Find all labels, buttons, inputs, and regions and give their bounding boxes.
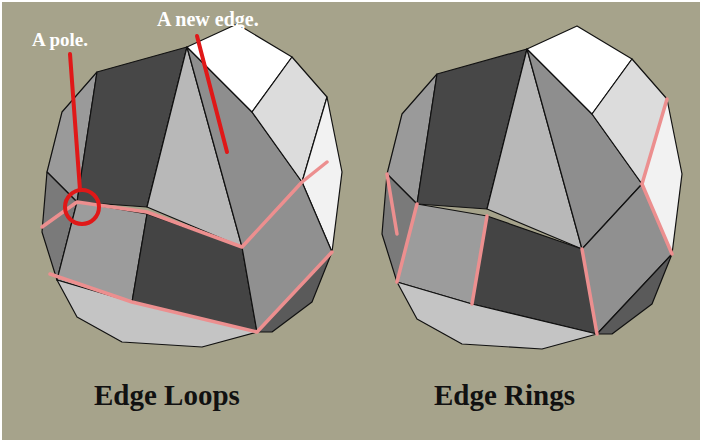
edge-loop	[42, 162, 327, 247]
edge-ring	[472, 216, 487, 304]
polyhedron-loops	[42, 24, 342, 347]
edge-ring	[397, 204, 417, 282]
leader-line	[70, 54, 80, 190]
pole-circle	[65, 190, 99, 224]
callout-label: A new edge.	[157, 8, 259, 30]
edge-ring	[642, 184, 672, 254]
figure-caption: Edge Rings	[434, 380, 575, 412]
leader-line	[197, 36, 227, 152]
figure-caption: Edge Loops	[94, 380, 240, 412]
polyhedron-rings	[382, 26, 682, 349]
edge-ring	[642, 99, 667, 184]
callout-label: A pole.	[32, 30, 88, 51]
edge-loop-highlight	[42, 162, 332, 332]
edge-ring	[387, 174, 397, 234]
edge-loop	[50, 252, 332, 332]
edge-ring-highlight	[387, 99, 672, 334]
edge-ring	[582, 249, 597, 334]
callout-marks	[65, 36, 227, 224]
